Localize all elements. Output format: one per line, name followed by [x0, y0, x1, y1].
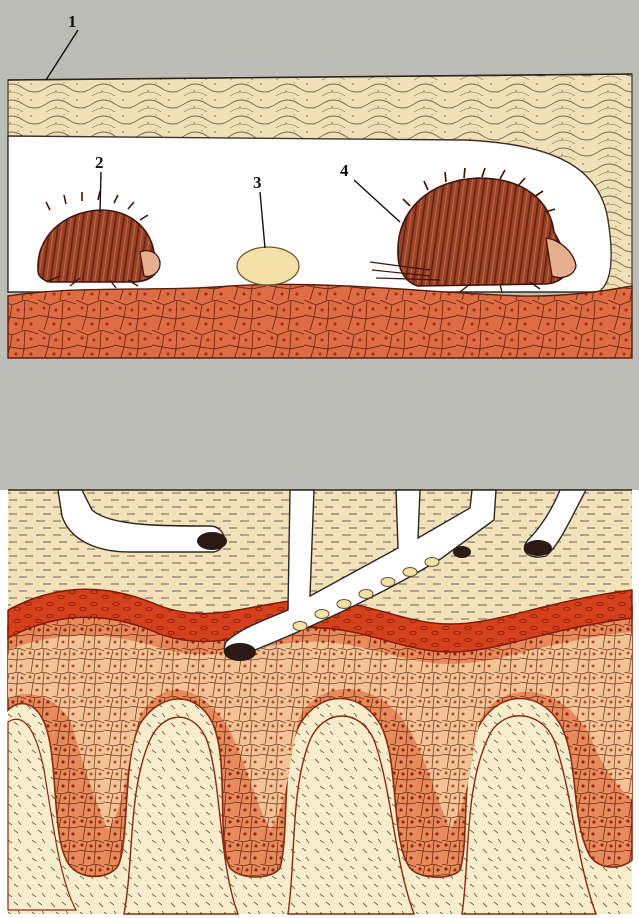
- burrow-egg: [403, 568, 417, 577]
- burrow-egg: [337, 600, 351, 609]
- background-bottom: [0, 360, 639, 490]
- label-2: 2: [95, 153, 104, 172]
- label-1: 1: [68, 12, 77, 31]
- label-4: 4: [340, 161, 349, 180]
- burrow-mite-left: [197, 532, 227, 550]
- burrow-egg: [359, 590, 373, 599]
- burrow-egg: [293, 622, 307, 631]
- epidermis-cells-top: [8, 284, 632, 358]
- burrow-egg-dark: [453, 546, 471, 558]
- burrow-egg: [381, 578, 395, 587]
- egg: [237, 247, 299, 285]
- burrow-egg: [315, 610, 329, 619]
- burrow-mite-right: [524, 540, 552, 556]
- top-panel: 1 2 3 4: [0, 0, 639, 360]
- label-3: 3: [253, 173, 262, 192]
- bottom-panel: [0, 360, 639, 914]
- burrow-egg: [425, 558, 439, 567]
- leader-line-2: [100, 172, 101, 212]
- burrow-mite-main: [224, 643, 256, 661]
